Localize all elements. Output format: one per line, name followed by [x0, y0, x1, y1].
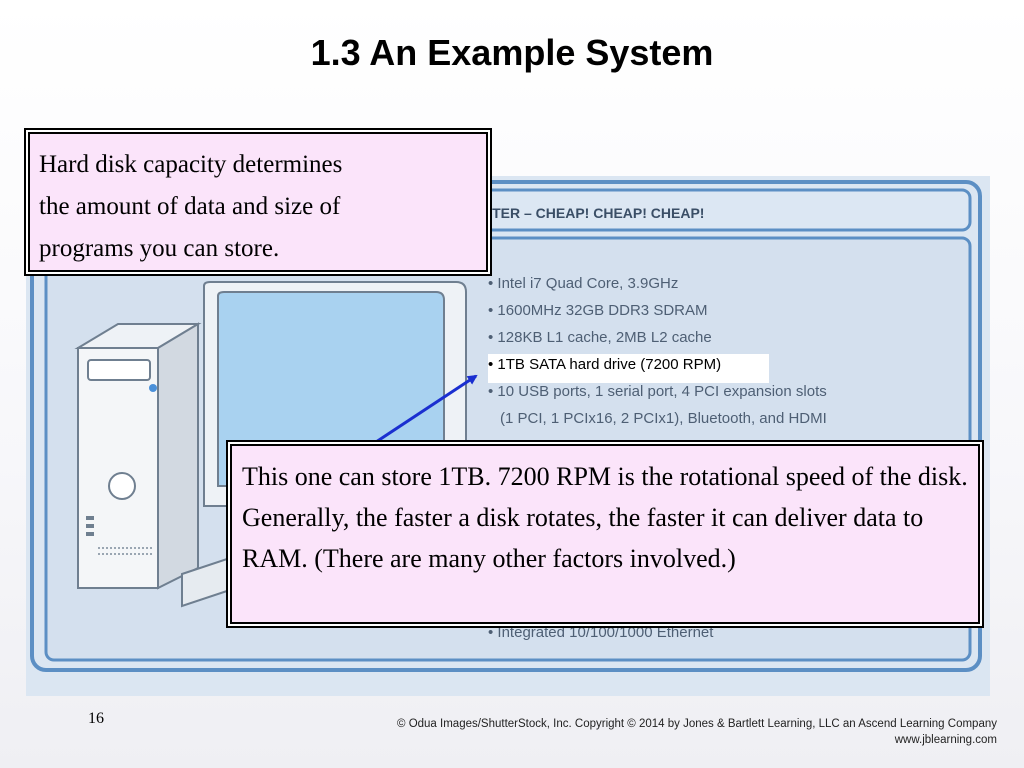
slide-title: 1.3 An Example System [310, 32, 714, 73]
page-number: 16 [88, 710, 104, 727]
copyright-notice: © Odua Images/ShutterStock, Inc. Copyrig… [397, 716, 997, 748]
copyright-line: © Odua Images/ShutterStock, Inc. Copyrig… [397, 718, 997, 730]
callout-rpm-explanation: This one can store 1TB. 7200 RPM is the … [230, 444, 980, 624]
spec-item: • 1600MHz 32GB DDR3 SDRAM [488, 302, 708, 319]
spec-item-ethernet: • Integrated 10/100/1000 Ethernet [488, 624, 714, 641]
spec-list: • Intel i7 Quad Core, 3.9GHz • 1600MHz 3… [488, 274, 928, 436]
publisher-url: www.jblearning.com [894, 734, 997, 746]
callout-line: the amount of data and size of [39, 193, 341, 220]
computer-tower-icon [74, 322, 202, 590]
callout-disk-capacity: Hard disk capacity determines the amount… [28, 132, 488, 272]
callout-line: Hard disk capacity determines [39, 151, 343, 178]
spec-item: • Intel i7 Quad Core, 3.9GHz [488, 275, 679, 292]
ad-header-text: UTER – CHEAP! CHEAP! CHEAP! [482, 205, 705, 221]
callout-line: programs you can store. [39, 235, 280, 262]
spec-item-highlighted: • 1TB SATA hard drive (7200 RPM) [488, 354, 928, 383]
spec-item: • 128KB L1 cache, 2MB L2 cache [488, 329, 712, 346]
spec-item: • 10 USB ports, 1 serial port, 4 PCI exp… [488, 383, 827, 400]
spec-item-continuation: (1 PCI, 1 PCIx16, 2 PCIx1), Bluetooth, a… [500, 410, 827, 427]
